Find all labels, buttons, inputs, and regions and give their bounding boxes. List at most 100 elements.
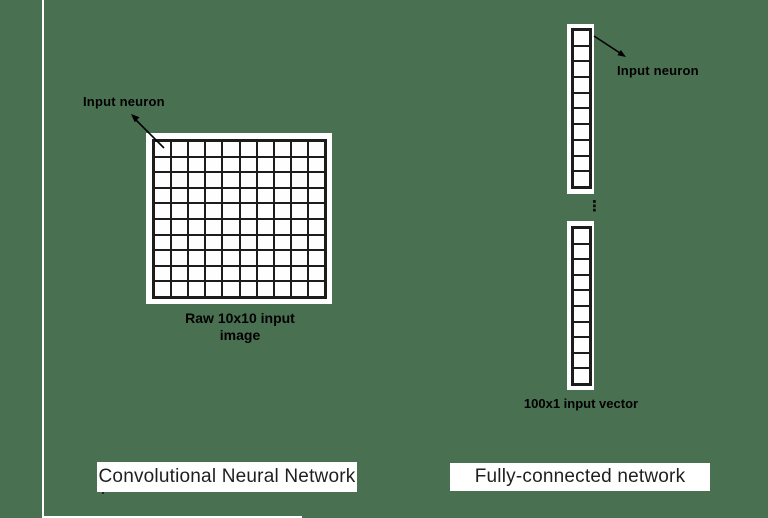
- grid-cell: [222, 187, 240, 204]
- grid-cell: [205, 172, 223, 188]
- grid-cell: [205, 219, 223, 235]
- grid-cell: [239, 281, 257, 297]
- grid-cell: [154, 219, 172, 235]
- grid-cell: [154, 203, 172, 219]
- grid-cell: [171, 187, 189, 204]
- grid-cell: [273, 172, 291, 188]
- grid-cell: [273, 234, 291, 251]
- fc-arrow-head: [617, 49, 626, 57]
- grid-cell: [205, 203, 223, 219]
- grid-cell: [290, 265, 308, 282]
- grid-cell: [307, 219, 325, 235]
- grid-cell: [256, 250, 274, 266]
- cnn-footer-label-box: Convolutional Neural Network: [97, 462, 357, 492]
- grid-cell: [205, 234, 223, 251]
- grid-cell: [239, 187, 257, 204]
- grid-cell: [154, 250, 172, 266]
- grid-cell: [188, 141, 206, 157]
- grid-cell: [171, 156, 189, 173]
- grid-cell: [573, 171, 590, 187]
- grid-cell: [307, 234, 325, 251]
- grid-cell: [239, 219, 257, 235]
- grid-cell: [222, 250, 240, 266]
- grid-cell: [573, 306, 590, 322]
- grid-cell: [273, 141, 291, 157]
- grid-cell: [573, 352, 590, 369]
- grid-cell: [307, 265, 325, 282]
- cnn-input-neuron-label: Input neuron: [83, 94, 165, 109]
- grid-cell: [239, 172, 257, 188]
- grid-cell: [205, 156, 223, 173]
- grid-cell: [222, 141, 240, 157]
- grid-cell: [273, 203, 291, 219]
- grid-cell: [573, 61, 590, 78]
- grid-cell: [188, 203, 206, 219]
- grid-cell: [256, 234, 274, 251]
- grid-cell: [307, 203, 325, 219]
- grid-cell: [573, 30, 590, 46]
- grid-cell: [573, 155, 590, 172]
- grid-cell: [256, 172, 274, 188]
- grid-cell: [188, 156, 206, 173]
- grid-cell: [307, 281, 325, 297]
- grid-cell: [573, 108, 590, 125]
- grid-cell: [307, 250, 325, 266]
- grid-cell: [222, 172, 240, 188]
- vector-caption: 100x1 input vector: [523, 396, 639, 411]
- grid-cell: [256, 281, 274, 297]
- scan-artifact-dot: [102, 492, 104, 494]
- grid-cell: [239, 203, 257, 219]
- grid-cell: [154, 156, 172, 173]
- grid-cell: [171, 219, 189, 235]
- grid-cell: [188, 219, 206, 235]
- grid-cell: [154, 172, 172, 188]
- grid-cell: [573, 337, 590, 353]
- fc-arrow-line: [593, 35, 621, 54]
- grid-cell: [171, 250, 189, 266]
- grid-cell: [307, 141, 325, 157]
- grid-cell: [205, 265, 223, 282]
- grid-cell: [290, 234, 308, 251]
- grid-cell: [171, 141, 189, 157]
- grid-cell: [290, 141, 308, 157]
- grid-cell: [239, 234, 257, 251]
- grid-cell: [171, 203, 189, 219]
- grid-cell: [188, 281, 206, 297]
- grid-cell: [273, 219, 291, 235]
- grid-cell: [290, 203, 308, 219]
- grid-cell: [273, 281, 291, 297]
- grid-cell: [154, 187, 172, 204]
- grid-cell: [188, 234, 206, 251]
- grid-cell: [171, 265, 189, 282]
- grid-cell: [573, 259, 590, 275]
- vector-ellipsis: ⋮: [587, 197, 602, 215]
- slide-left-edge: [42, 0, 44, 518]
- grid-cell: [205, 187, 223, 204]
- vector-bottom-segment: [571, 226, 592, 386]
- slide-bottom-edge: [42, 516, 302, 518]
- grid-cell: [273, 156, 291, 173]
- grid-cell: [171, 281, 189, 297]
- grid-cell: [307, 187, 325, 204]
- grid-cell: [205, 250, 223, 266]
- grid-cell: [573, 290, 590, 306]
- cnn-footer-label: Convolutional Neural Network: [98, 466, 356, 487]
- grid-cell: [171, 172, 189, 188]
- cnn-grid-caption: Raw 10x10 input image: [160, 310, 320, 344]
- fc-input-neuron-label: Input neuron: [617, 63, 699, 78]
- cnn-grid-caption-line1: Raw 10x10 input: [185, 310, 295, 326]
- grid-cell: [290, 219, 308, 235]
- grid-cell: [222, 203, 240, 219]
- grid-cell: [307, 156, 325, 173]
- grid-cell: [239, 141, 257, 157]
- grid-cell: [188, 265, 206, 282]
- grid-cell: [273, 187, 291, 204]
- grid-cell: [256, 187, 274, 204]
- grid-cell: [222, 219, 240, 235]
- grid-cell: [573, 228, 590, 244]
- grid-cell: [222, 265, 240, 282]
- grid-cell: [188, 250, 206, 266]
- grid-cell: [154, 281, 172, 297]
- grid-cell: [256, 203, 274, 219]
